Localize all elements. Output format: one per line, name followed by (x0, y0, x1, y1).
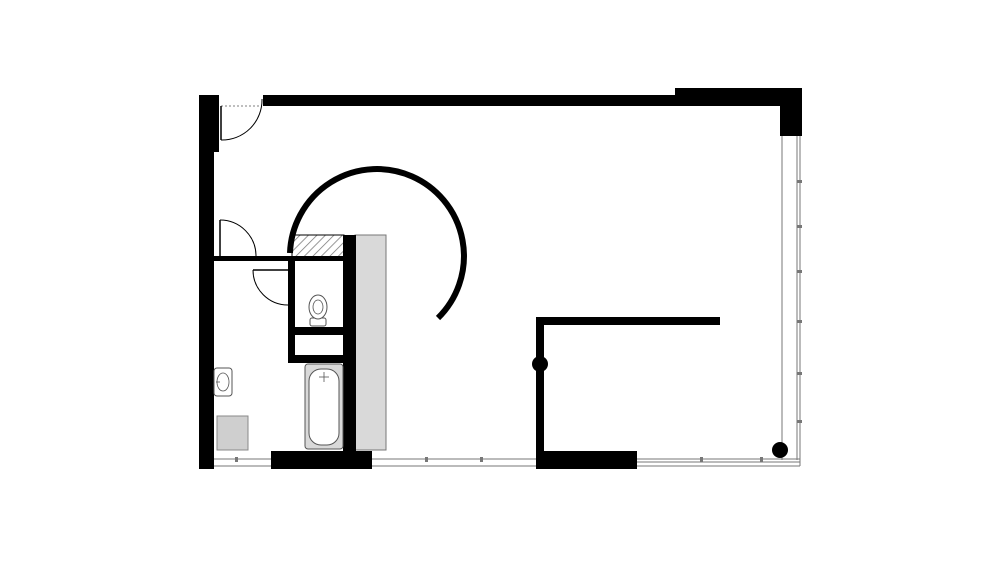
bottom-wall-middle (536, 451, 637, 469)
left-wall (199, 95, 214, 469)
closet-bottom-wall (288, 355, 348, 363)
top-right-wall (675, 88, 802, 106)
corner-pillar (780, 88, 802, 136)
divider-wall-horizontal (536, 317, 720, 325)
bathroom-top-wall (214, 256, 294, 261)
column-icon (772, 442, 788, 458)
hatched-shaft (291, 234, 345, 258)
toilet-icon (308, 294, 328, 327)
windows (214, 136, 801, 467)
door-swing-icon (219, 219, 257, 257)
top-wall (263, 95, 678, 106)
wc-left-wall (288, 256, 295, 362)
kitchen-counter (354, 234, 387, 451)
sink-icon (213, 367, 233, 397)
window-mullions (235, 180, 802, 462)
column-icon (532, 356, 548, 372)
curved-wall (287, 166, 467, 321)
door-swing-icon (220, 98, 263, 141)
door-swing-icon (252, 269, 289, 306)
bathtub-icon (304, 363, 344, 450)
wc-bottom-wall (288, 327, 348, 335)
wc-top-wall (288, 256, 348, 261)
kitchen-back-wall (343, 235, 356, 451)
storage-block (216, 415, 249, 451)
bottom-wall-left (271, 451, 372, 469)
divider-wall-vertical (536, 317, 544, 451)
